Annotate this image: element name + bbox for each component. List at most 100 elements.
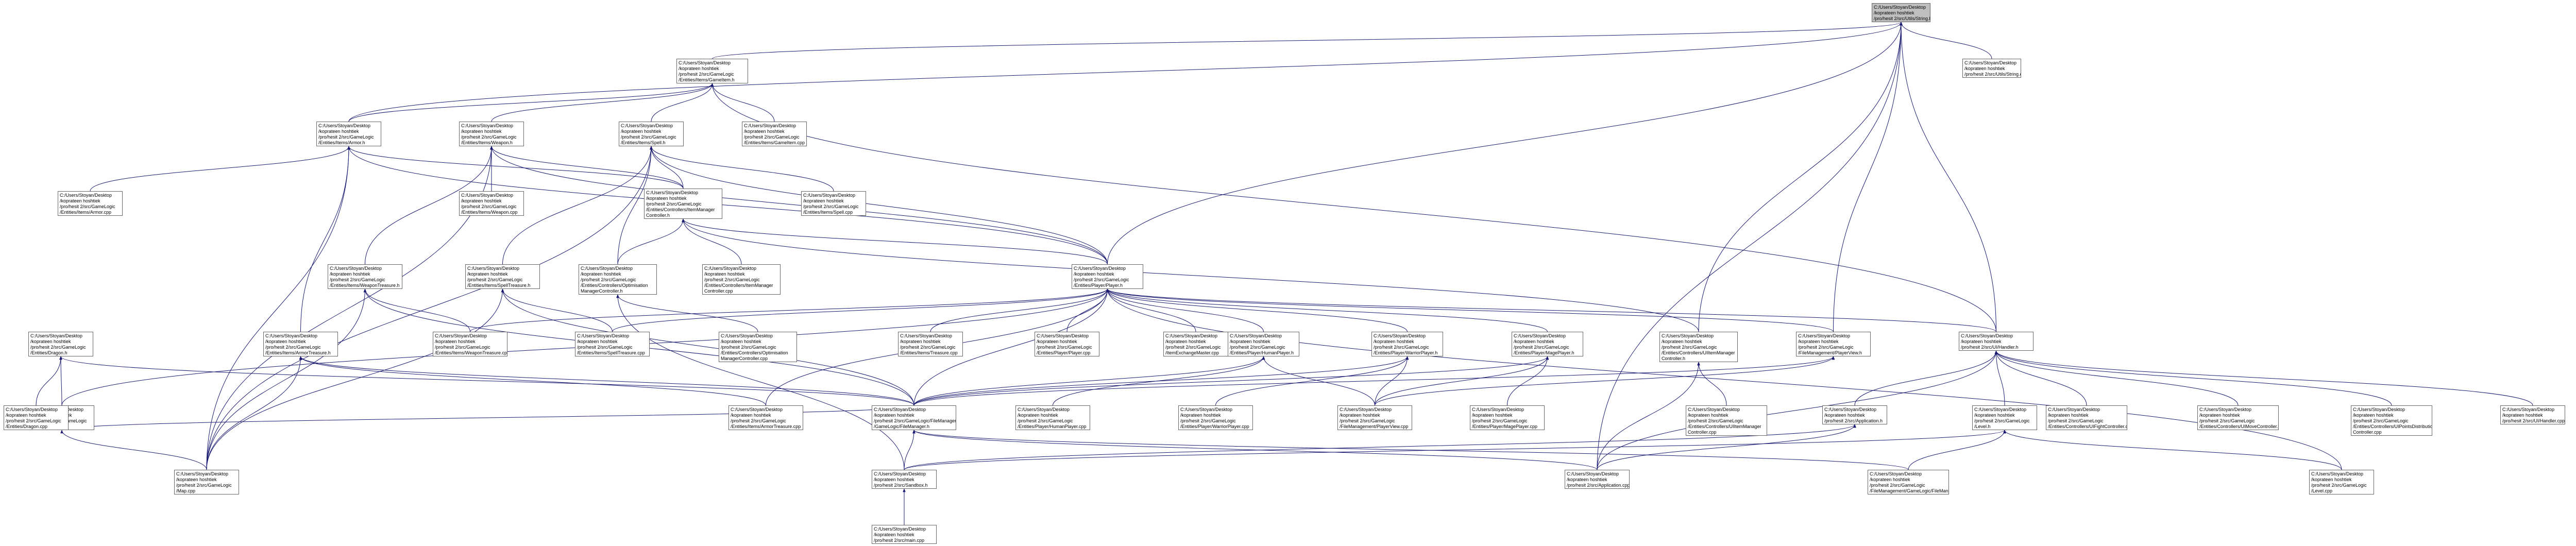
node-uihandler-cpp[interactable]: C:/Users/Stoyan/Desktop/koprateen hoshti… [2500, 405, 2565, 424]
node-optimisation-h[interactable]: C:/Users/Stoyan/Desktop/koprateen hoshti… [579, 264, 657, 295]
node-label-line: /Level.h [1974, 424, 1991, 429]
node-label-line: /koprateen hoshtiek [721, 339, 761, 344]
node-label-line: /Entities/Items/ArmorTreasure.h [265, 350, 331, 355]
node-label-line: /koprateen hoshtiek [874, 477, 914, 482]
edge-armor_h-to-string_h [348, 22, 1903, 122]
edge-armortreasure_cpp-to-armortreasure_h [299, 356, 766, 406]
node-uiitemmanager-h[interactable]: C:/Users/Stoyan/Desktop/koprateen hoshti… [1659, 332, 1738, 362]
node-label-line: C:/Users/Stoyan/Desktop [1165, 333, 1218, 338]
node-humanplayer-h[interactable]: C:/Users/Stoyan/Desktop/koprateen hoshti… [1228, 332, 1299, 356]
node-label-line: /pro/hesit 2/src/GameLogic [330, 277, 385, 282]
node-level-h[interactable]: C:/Users/Stoyan/Desktop/koprateen hoshti… [1972, 405, 2037, 430]
node-weapontreasure-cpp[interactable]: C:/Users/Stoyan/Desktop/koprateen hoshti… [433, 332, 507, 356]
node-itemmanager-h[interactable]: C:/Users/Stoyan/Desktop/koprateen hoshti… [644, 189, 722, 219]
node-label-line: /ItemExchangeMaster.cpp [1165, 350, 1219, 355]
node-humanplayer-cpp[interactable]: C:/Users/Stoyan/Desktop/koprateen hoshti… [1015, 405, 1090, 430]
node-uipoints-cpp[interactable]: C:/Users/Stoyan/Desktop/koprateen hoshti… [2351, 405, 2432, 436]
node-label-line: C:/Users/Stoyan/Desktop [1018, 407, 1070, 412]
node-label-line: C:/Users/Stoyan/Desktop [581, 266, 633, 271]
node-warriorplayer-h[interactable]: C:/Users/Stoyan/Desktop/koprateen hoshti… [1371, 332, 1443, 356]
node-armor-cpp[interactable]: C:/Users/Stoyan/Desktop/koprateen hoshti… [58, 191, 123, 216]
node-armortreasure-cpp[interactable]: C:/Users/Stoyan/Desktop/koprateen hoshti… [728, 405, 803, 430]
node-application-cpp[interactable]: C:/Users/Stoyan/Desktop/koprateen hoshti… [1565, 470, 1630, 489]
node-label-line: /pro/hesit 2/src/GameLogic [581, 277, 636, 282]
node-label-line: /Entities/Player/WarriorPlayer.cpp [1180, 424, 1249, 429]
node-application-h[interactable]: C:/Users/Stoyan/Desktop/koprateen hoshti… [1822, 405, 1887, 424]
node-uimove-cpp[interactable]: C:/Users/Stoyan/Desktop/koprateen hoshti… [2197, 405, 2279, 430]
node-uiitemmanager-cpp[interactable]: C:/Users/Stoyan/Desktop/koprateen hoshti… [1686, 405, 1767, 436]
edge-sandbox_h-to-application_h [904, 424, 1856, 470]
edge-level_cpp-to-player_h [1106, 288, 2342, 470]
edge-map_cpp-to-spelltreasure_h [206, 288, 504, 470]
node-spell-h[interactable]: C:/Users/Stoyan/Desktop/koprateen hoshti… [619, 122, 684, 146]
node-treasure-cpp[interactable]: C:/Users/Stoyan/Desktop/koprateen hoshti… [898, 332, 963, 356]
node-label-line: /Entities/Controllers/Optimisation [581, 283, 648, 288]
node-label-line: /Entities/Items/Treasure.cpp [900, 350, 958, 355]
node-label-line: /Entities/Dragon.cpp [6, 424, 48, 429]
edge-armor_cpp-to-armor_h [90, 146, 350, 192]
node-label-line: /Entities/Items/Spell.cpp [803, 210, 853, 215]
node-main-cpp[interactable]: C:/Users/Stoyan/Desktop/koprateen hoshti… [872, 525, 937, 544]
node-label-line: /Entities/Player/MagePlayer.h [1514, 350, 1574, 355]
node-weapontreasure-h[interactable]: C:/Users/Stoyan/Desktop/koprateen hoshti… [328, 264, 402, 289]
edge-filemanager_h-to-spelltreasure_h [501, 288, 914, 406]
edge-weapon_h-to-gameitem_h [491, 83, 714, 122]
edge-playerview_cpp-to-mageplayer_h [1375, 356, 1549, 406]
node-itemexchange-cpp[interactable]: C:/Users/Stoyan/Desktop/koprateen hoshti… [1163, 332, 1228, 356]
node-spell-cpp[interactable]: C:/Users/Stoyan/Desktop/koprateen hoshti… [801, 191, 866, 216]
edge-itemexchange_cpp-to-player_h [1106, 288, 1196, 332]
node-armortreasure-h[interactable]: C:/Users/Stoyan/Desktop/koprateen hoshti… [263, 332, 338, 356]
node-uihandler-h[interactable]: C:/Users/Stoyan/Desktop/koprateen hoshti… [1959, 332, 2033, 351]
node-label-line: /pro/hesit 2/src/GameLogic [1165, 345, 1221, 350]
node-playerview-cpp[interactable]: C:/Users/Stoyan/Desktop/koprateen hoshti… [1337, 405, 1412, 430]
node-label-line: C:/Users/Stoyan/Desktop [1974, 407, 2027, 412]
node-filemanager-h[interactable]: C:/Users/Stoyan/Desktop/koprateen hoshti… [872, 405, 956, 430]
node-filemanager-cpp[interactable]: C:/Users/Stoyan/Desktop/koprateen hoshti… [1868, 470, 1949, 494]
node-mageplayer-h[interactable]: C:/Users/Stoyan/Desktop/koprateen hoshti… [1512, 332, 1583, 356]
node-warriorplayer-cpp[interactable]: C:/Users/Stoyan/Desktop/koprateen hoshti… [1178, 405, 1253, 430]
edge-map_cpp-to-weapontreasure_h [206, 288, 367, 470]
edge-sandbox_h-to-optimisation_h [616, 294, 905, 470]
node-sandbox-h[interactable]: C:/Users/Stoyan/Desktop/koprateen hoshti… [872, 470, 937, 489]
node-label-line: C:/Users/Stoyan/Desktop [265, 333, 318, 338]
node-map-cpp[interactable]: C:/Users/Stoyan/Desktop/koprateen hoshti… [174, 470, 239, 494]
node-spelltreasure-h[interactable]: C:/Users/Stoyan/Desktop/koprateen hoshti… [465, 264, 540, 289]
edge-dragon_cpp-to-dragon_h [36, 356, 62, 406]
node-itemmanager-cpp[interactable]: C:/Users/Stoyan/Desktop/koprateen hoshti… [702, 264, 781, 295]
node-gameitem-cpp[interactable]: C:/Users/Stoyan/Desktop/koprateen hoshti… [742, 122, 807, 146]
node-label-line: /koprateen hoshtiek [1567, 477, 1607, 482]
node-label-line: C:/Users/Stoyan/Desktop [60, 193, 112, 198]
node-player-cpp[interactable]: C:/Users/Stoyan/Desktop/koprateen hoshti… [1035, 332, 1099, 356]
node-spelltreasure-cpp[interactable]: C:/Users/Stoyan/Desktop/koprateen hoshti… [575, 332, 650, 356]
node-label-line: /Entities/Items/SpellTreasure.h [467, 283, 531, 288]
node-label-line: /koprateen hoshtiek [621, 129, 662, 134]
node-dragon-h[interactable]: C:/Users/Stoyan/Desktop/koprateen hoshti… [28, 332, 93, 356]
edge-uimove_cpp-to-uihandler_h [1994, 350, 2239, 406]
node-playerview-h[interactable]: C:/Users/Stoyan/Desktop/koprateen hoshti… [1796, 332, 1871, 356]
node-string-cpp[interactable]: C:/Users/Stoyan/Desktop/koprateen hoshti… [1962, 59, 2021, 78]
node-label-line: /pro/hesit 2/src/GameLogic [6, 418, 61, 423]
edge-playerview_cpp-to-humanplayer_h [1262, 356, 1375, 406]
node-gameitem-h[interactable]: C:/Users/Stoyan/Desktop/koprateen hoshti… [676, 59, 748, 83]
node-mageplayer-cpp[interactable]: C:/Users/Stoyan/Desktop/koprateen hoshti… [1470, 405, 1545, 430]
edge-player_h-to-weapon_h [490, 146, 1108, 265]
node-dragon-cpp[interactable]: C:/Users/Stoyan/Desktop/koprateen hoshti… [4, 405, 69, 430]
node-weapon-cpp[interactable]: C:/Users/Stoyan/Desktop/koprateen hoshti… [459, 191, 524, 216]
node-armor-h[interactable]: C:/Users/Stoyan/Desktop/koprateen hoshti… [316, 122, 381, 146]
node-uifight-cpp[interactable]: C:/Users/Stoyan/Desktop/koprateen hoshti… [2046, 405, 2127, 430]
edge-uiitemmanager_h-to-string_h [1698, 22, 1903, 332]
node-label-line: /Entities/Items/WeaponTreasure.cpp [435, 350, 507, 355]
node-label-line: /koprateen hoshtiek [581, 271, 621, 277]
edge-level_h-to-uihandler_h [1994, 350, 2005, 406]
edge-itemmanager_h-to-armor_h [347, 146, 684, 189]
node-label-line: /pro/hesit 2/src/GameLogic [900, 345, 956, 350]
node-label-line: C:/Users/Stoyan/Desktop [731, 407, 783, 412]
node-label-line: /pro/hesit 2/src/GameLogic [1662, 345, 1717, 350]
node-label-line: C:/Users/Stoyan/Desktop [1662, 333, 1714, 338]
node-weapon-h[interactable]: C:/Users/Stoyan/Desktop/koprateen hoshti… [459, 122, 524, 146]
node-optimisation-cpp[interactable]: C:/Users/Stoyan/Desktop/koprateen hoshti… [719, 332, 797, 362]
node-label-line: /koprateen hoshtiek [2311, 477, 2352, 482]
node-player-h[interactable]: C:/Users/Stoyan/Desktop/koprateen hoshti… [1072, 264, 1143, 289]
node-level-cpp[interactable]: C:/Users/Stoyan/Desktop/koprateen hoshti… [2309, 470, 2374, 494]
edge-map_cpp-to-armortreasure_h [206, 356, 302, 470]
